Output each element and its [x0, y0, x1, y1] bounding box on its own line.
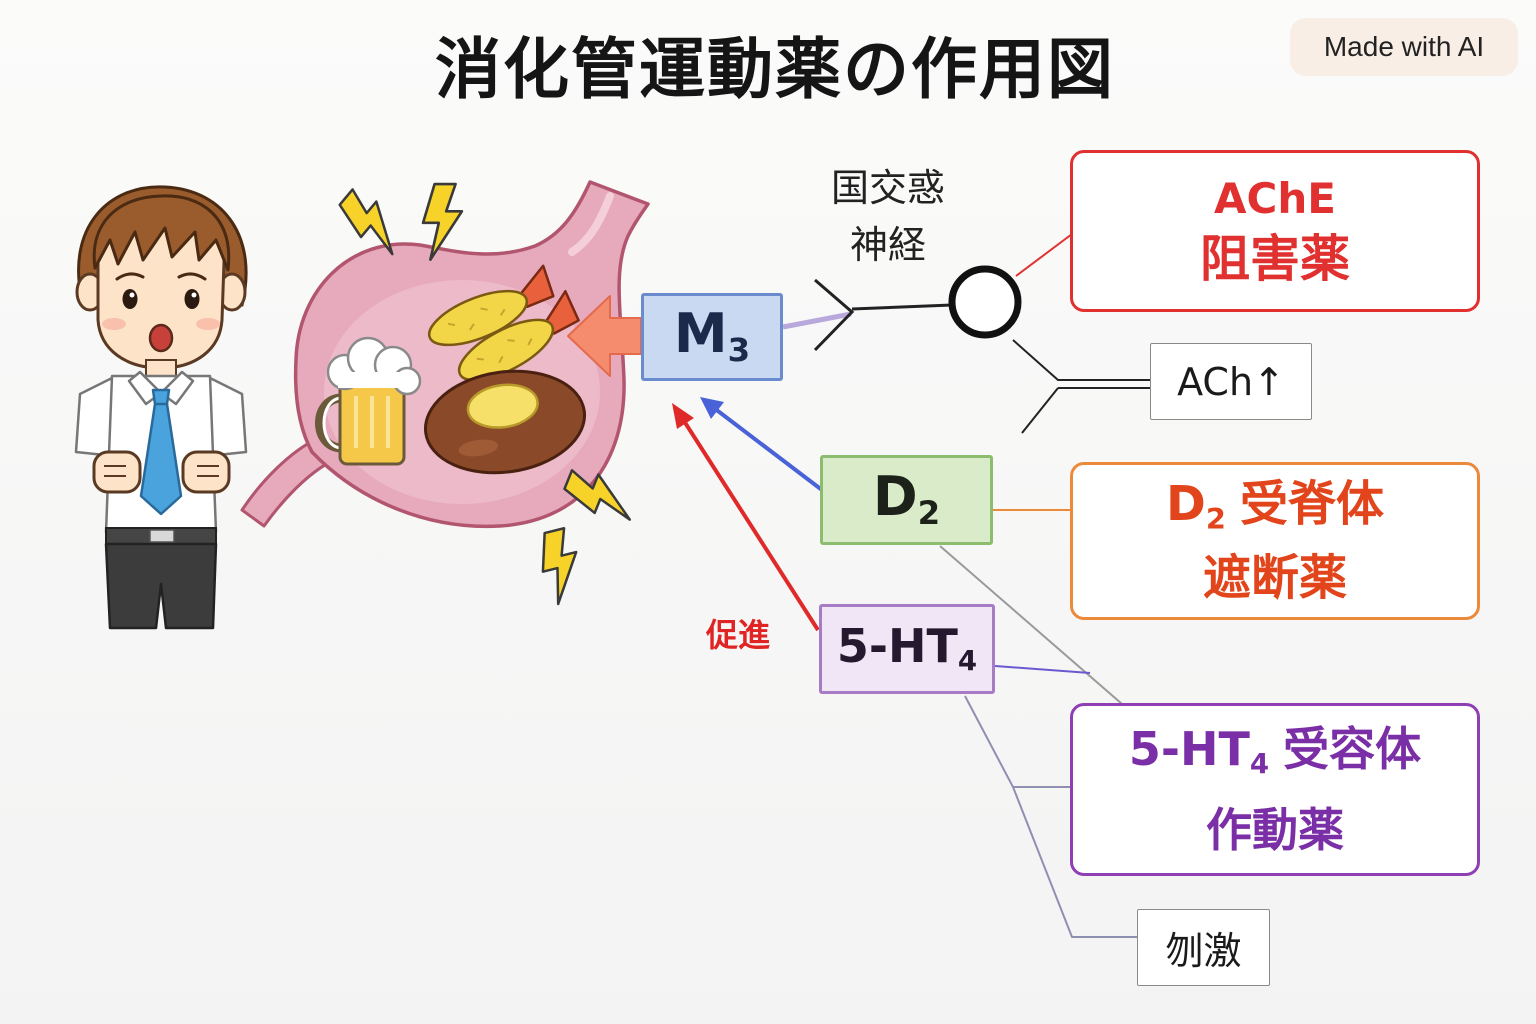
beer-foam-base [338, 372, 404, 388]
boy-fist-right [181, 450, 231, 494]
boy-fist-right-fingers [197, 465, 219, 477]
shrimp-texture [447, 307, 506, 331]
boy-eye-highlight [191, 292, 197, 298]
d2-to-m3-arrow [700, 397, 824, 492]
boy-illustration [74, 185, 248, 630]
m3-receptor-box: M3 [641, 293, 783, 381]
ht4-agonist-line2: 作動薬 [1206, 803, 1344, 857]
boy-eye-highlight [129, 292, 135, 298]
ht4-agonist-subscript: 4 [1249, 747, 1270, 781]
page-title: 消化管運動薬の作用図 [435, 31, 1115, 108]
esophagus-highlight [568, 192, 614, 256]
m3-subscript: 3 [727, 331, 751, 370]
beer-mug-icon [315, 336, 422, 466]
ht4-agonist-receptor-word: 受容体 [1283, 722, 1422, 776]
boy-fist-left [92, 450, 142, 494]
ach-increase-label: ACh↑ [1177, 359, 1285, 404]
boy-eye-right [184, 289, 200, 309]
d2-receptor-label: D2 [872, 464, 941, 534]
boy-blush-left [102, 318, 126, 330]
ht4-to-m3-arrow [672, 403, 820, 632]
d2-blocker-subscript: 2 [1205, 501, 1226, 536]
fried-shrimp-icon [427, 264, 555, 347]
promote-label: 促進 [705, 616, 770, 654]
fried-shrimp-icon [457, 290, 580, 382]
d2-blocker-symbol: D [1166, 476, 1206, 532]
shrimp-batter [427, 289, 529, 347]
boy-hair-fringe [92, 194, 231, 272]
stomach-illustration [240, 180, 650, 529]
ht4-to-m3-arrow-head [672, 403, 694, 429]
d2-to-m3-arrow-head [700, 397, 724, 419]
shrimp-batter [457, 318, 555, 382]
stimulus-box: 刎激 [1137, 909, 1270, 986]
nerve-label-line1: 国交惑 [830, 166, 945, 210]
d2-to-m3-arrow-shaft [712, 406, 824, 492]
ht4-symbol: 5-HT [836, 618, 958, 673]
boy-eyebrows [115, 272, 207, 281]
ht4-agonist-symbol: 5-HT [1128, 722, 1250, 776]
ache-inhibitor-line1: AChE [1214, 174, 1336, 223]
shrimp-texture [476, 338, 533, 364]
boy-eye-left [122, 289, 138, 309]
ht4-receptor-box: 5-HT4 [819, 604, 995, 694]
beer-mug-handle-shine [322, 396, 343, 450]
ach-increase-box: ACh↑ [1150, 343, 1312, 420]
d2-to-agonist-line [939, 545, 1123, 705]
nerve-axon-line [851, 303, 953, 311]
nerve-label: 国交惑 神経 [808, 160, 968, 274]
d2-symbol: D [872, 464, 918, 528]
m3-to-nerve-line [782, 311, 852, 330]
connector-lines [782, 233, 1150, 938]
d2-receptor-box: D2 [820, 455, 993, 545]
lightning-bolt-icon [532, 525, 589, 607]
ht4-agonist-line1: 5-HT4 受容体 [1129, 712, 1421, 793]
beer-mug-stripes [354, 396, 390, 448]
m3-symbol: M [673, 301, 728, 365]
boy-blush-right [196, 318, 220, 330]
boy-pants [104, 542, 218, 630]
nerve-ending-circle [948, 265, 1022, 339]
duodenum-tube [240, 436, 332, 528]
ht4-subscript: 4 [957, 643, 978, 677]
d2-blocker-receptor-word: 受脊体 [1239, 476, 1384, 532]
made-with-ai-badge: Made with AI [1290, 18, 1518, 76]
boy-fist-left-fingers [104, 465, 126, 477]
big-left-arrow-icon [567, 295, 642, 377]
stimulus-label: 刎激 [1165, 929, 1242, 973]
ht4-to-m3-arrow-shaft [682, 419, 820, 632]
ht4-to-agonist-line [994, 665, 1091, 674]
nerve-label-line2: 神経 [849, 223, 926, 267]
nerve-to-ache-line [1015, 233, 1073, 277]
d2-blocker-line1: D2 受脊体 [1166, 470, 1384, 544]
d2-blocker-box: D2 受脊体 遮断薬 [1070, 462, 1480, 620]
ht4-agonist-box: 5-HT4 受容体 作動薬 [1070, 703, 1480, 876]
ht4-to-stimulus-lines [964, 695, 1139, 938]
d2-subscript: 2 [917, 494, 941, 533]
ache-inhibitor-line2: 阻害薬 [1200, 230, 1350, 288]
boy-belt-buckle [149, 529, 175, 543]
tie-icon [139, 388, 183, 516]
d2-blocker-line2: 遮断薬 [1202, 550, 1347, 606]
ht4-receptor-label: 5-HT4 [837, 618, 977, 681]
ache-inhibitor-box: AChE 阻害薬 [1070, 150, 1480, 312]
hamburg-egg [466, 383, 539, 429]
ach-release-fork [1012, 339, 1150, 434]
boy-mouth [148, 323, 174, 353]
nerve-terminal-fork [813, 278, 855, 352]
hamburg-highlight [458, 439, 499, 457]
m3-receptor-label: M3 [673, 301, 751, 371]
hamburg-steak-icon [423, 369, 587, 475]
